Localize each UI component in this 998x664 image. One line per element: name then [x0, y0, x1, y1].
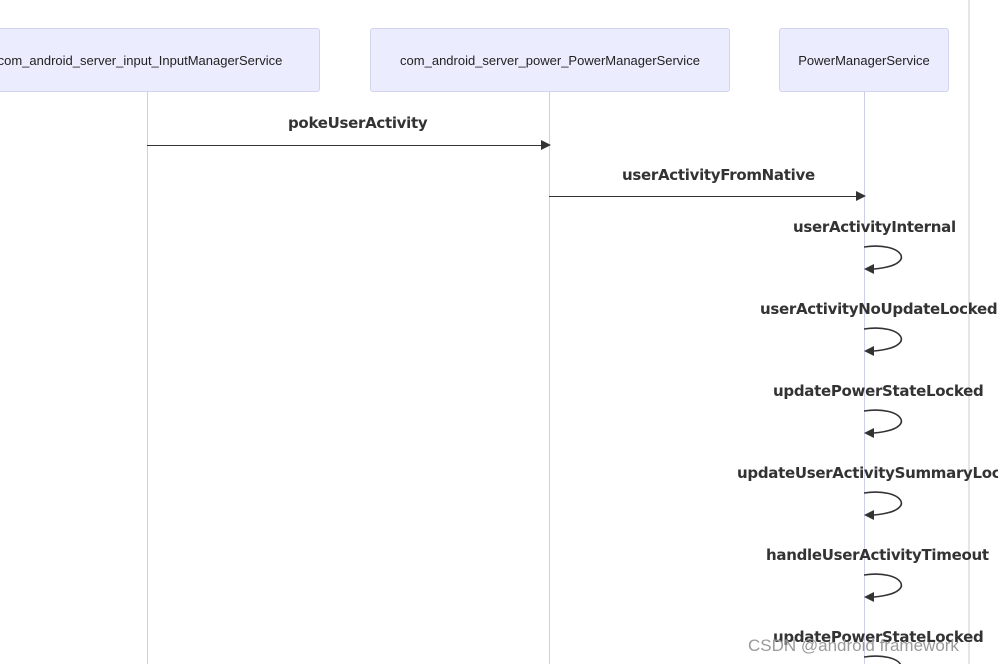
- actor-label: com_android_server_power_PowerManagerSer…: [400, 52, 700, 68]
- arrowhead-icon: [541, 140, 551, 150]
- actor-power-manager-service: PowerManagerService: [779, 28, 949, 92]
- self-call-label: updatePowerStateLocked: [773, 382, 984, 400]
- message-arrow-line: [147, 145, 541, 146]
- self-loop-arrow-icon: [863, 409, 902, 438]
- lifeline-power-manager-service: [864, 92, 865, 664]
- self-loop-arrow-icon: [863, 245, 902, 274]
- self-loop-arrow-icon: [863, 491, 902, 520]
- self-call-label: handleUserActivityTimeout: [766, 546, 989, 564]
- arrowhead-icon: [856, 191, 866, 201]
- self-call-label: userActivityInternal: [793, 218, 956, 236]
- message-label: userActivityFromNative: [622, 166, 815, 184]
- actor-input-manager: com_android_server_input_InputManagerSer…: [0, 28, 320, 92]
- self-call-label: updatePowerStateLocked: [773, 628, 984, 646]
- self-call-label: userActivityNoUpdateLocked: [760, 300, 998, 318]
- message-label: pokeUserActivity: [288, 114, 428, 132]
- lifeline-power-manager-jni: [549, 92, 550, 664]
- message-arrow-line: [549, 196, 856, 197]
- watermark: CSDN @android framework: [748, 636, 959, 655]
- actor-power-manager-jni: com_android_server_power_PowerManagerSer…: [370, 28, 730, 92]
- actor-label: PowerManagerService: [798, 52, 930, 68]
- self-loop-arrow-icon: [863, 327, 902, 356]
- self-call-label: updateUserActivitySummaryLocked: [737, 464, 998, 482]
- self-loop-arrow-icon: [863, 573, 902, 602]
- actor-label: com_android_server_input_InputManagerSer…: [0, 52, 283, 68]
- right-border: [968, 0, 970, 664]
- self-loop-arrow-icon: [863, 655, 902, 664]
- lifeline-input-manager: [147, 92, 148, 664]
